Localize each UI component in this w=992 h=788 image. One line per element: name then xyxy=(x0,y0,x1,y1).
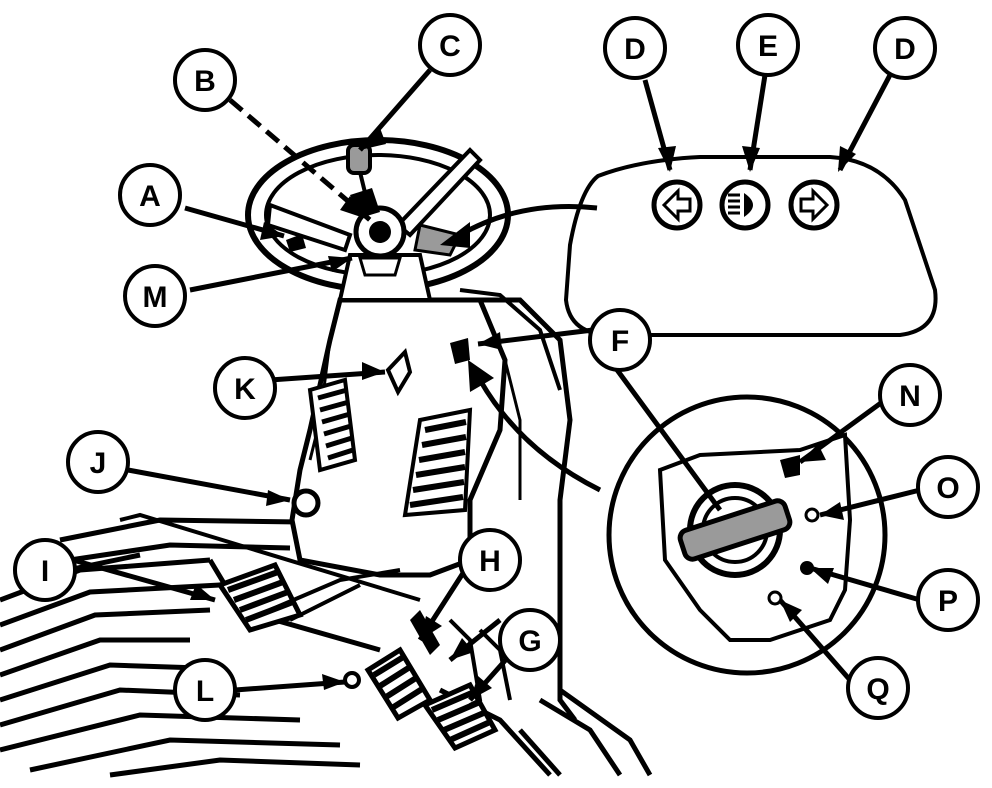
callout-d-left: D xyxy=(603,16,667,80)
callout-leaders xyxy=(72,68,921,702)
callout-h: H xyxy=(458,528,522,592)
svg-text:P: P xyxy=(938,585,958,618)
ignition-pointer-arrow xyxy=(477,378,602,493)
callout-i: I xyxy=(13,538,77,602)
left-vent xyxy=(307,377,358,473)
callout-o: O xyxy=(916,455,980,519)
travel-pedals-g xyxy=(364,646,499,752)
turn-left-arrow-icon xyxy=(651,179,703,231)
ignition-switch-small xyxy=(450,338,470,364)
svg-text:G: G xyxy=(518,625,541,658)
pedal-stud-l xyxy=(343,671,361,689)
svg-text:B: B xyxy=(194,65,216,98)
headlight-icon xyxy=(719,179,771,231)
svg-text:C: C xyxy=(439,30,461,63)
callout-n: N xyxy=(878,363,942,427)
panel-pointer-arrow xyxy=(458,204,598,238)
svg-text:Q: Q xyxy=(866,673,889,706)
svg-text:A: A xyxy=(139,180,161,213)
wheel-spoke-right xyxy=(395,147,483,238)
svg-text:H: H xyxy=(479,545,501,578)
callout-a: A xyxy=(118,163,182,227)
callout-f: F xyxy=(588,308,652,372)
svg-text:I: I xyxy=(41,555,49,588)
callout-e: E xyxy=(736,13,800,77)
right-vent xyxy=(402,407,473,518)
throttle-knob xyxy=(291,488,321,518)
callout-j: J xyxy=(66,430,130,494)
tilt-lever xyxy=(385,347,413,397)
steering-knob xyxy=(346,143,372,175)
callout-c: C xyxy=(418,13,482,77)
svg-text:F: F xyxy=(611,325,629,358)
callout-d-right: D xyxy=(873,16,937,80)
deck-edge xyxy=(119,512,421,602)
callout-l: L xyxy=(173,658,237,722)
callout-m: M xyxy=(123,264,187,328)
callout-p: P xyxy=(916,568,980,632)
svg-text:D: D xyxy=(624,33,646,66)
callout-arrowheads xyxy=(190,128,856,700)
svg-text:M: M xyxy=(143,281,168,314)
turn-right-arrow-icon xyxy=(788,179,840,231)
svg-text:E: E xyxy=(758,30,778,63)
brake-pedal-i xyxy=(216,561,304,633)
callout-q: Q xyxy=(846,656,910,720)
svg-text:J: J xyxy=(90,447,107,480)
svg-text:N: N xyxy=(899,380,921,413)
svg-text:O: O xyxy=(936,472,959,505)
svg-text:L: L xyxy=(196,675,214,708)
callout-k: K xyxy=(213,356,277,420)
svg-text:D: D xyxy=(894,33,916,66)
callout-b: B xyxy=(173,48,237,112)
callout-g: G xyxy=(498,608,562,672)
horn-lever xyxy=(286,234,306,252)
wheel-spoke-left xyxy=(265,202,353,253)
svg-text:K: K xyxy=(234,373,256,406)
ignition-key xyxy=(677,498,793,562)
